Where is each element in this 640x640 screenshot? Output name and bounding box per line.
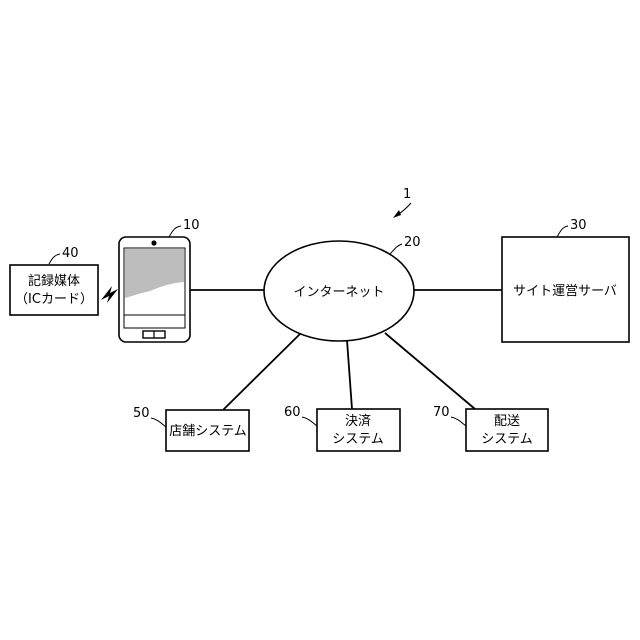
site-server-label: サイト運営サーバ (513, 284, 617, 299)
site-server-ref-lead (557, 226, 568, 237)
internet-label: インターネット (293, 285, 384, 300)
terminal-ref-label: 10 (183, 218, 200, 233)
recording-medium-label-line2: （ICカード） (15, 292, 93, 307)
payment-system-label-line1: 決済 (345, 413, 371, 429)
recording-medium-ref-lead (49, 254, 60, 264)
link-internet-delivery (385, 333, 475, 409)
recording-medium-rect (10, 265, 98, 315)
internet-node: インターネット (264, 241, 414, 341)
system-ref-arrowhead (393, 210, 401, 218)
recording-medium-box: 記録媒体 （ICカード） (10, 265, 98, 315)
internet-ref-lead (390, 244, 402, 254)
site-server-ref-label: 30 (570, 218, 587, 233)
payment-system-ref-lead (302, 417, 317, 426)
store-system-ref-label: 50 (133, 406, 150, 421)
terminal-device (119, 237, 190, 342)
payment-system-box: 決済 システム (317, 409, 400, 451)
delivery-system-label-line2: システム (481, 432, 533, 447)
payment-system-label-line2: システム (332, 432, 384, 447)
link-internet-payment (347, 340, 352, 409)
site-server-box: サイト運営サーバ (502, 237, 629, 342)
terminal-ref-lead (169, 226, 181, 237)
terminal-camera (151, 240, 156, 245)
delivery-system-box: 配送 システム (466, 409, 548, 451)
store-system-ref-lead (151, 418, 166, 427)
internet-ref-label: 20 (404, 235, 421, 250)
delivery-system-ref-label: 70 (433, 405, 450, 420)
payment-system-ref-label: 60 (284, 405, 301, 420)
recording-medium-label-line1: 記録媒体 (28, 273, 80, 289)
store-system-label: 店舗システム (169, 424, 247, 439)
link-internet-store (223, 333, 301, 410)
store-system-box: 店舗システム (166, 410, 249, 451)
delivery-system-label-line1: 配送 (494, 414, 520, 429)
recording-medium-ref-label: 40 (62, 246, 79, 261)
system-ref-label: 1 (403, 187, 411, 202)
wireless-link-icon (101, 286, 118, 303)
delivery-system-ref-lead (451, 417, 466, 426)
